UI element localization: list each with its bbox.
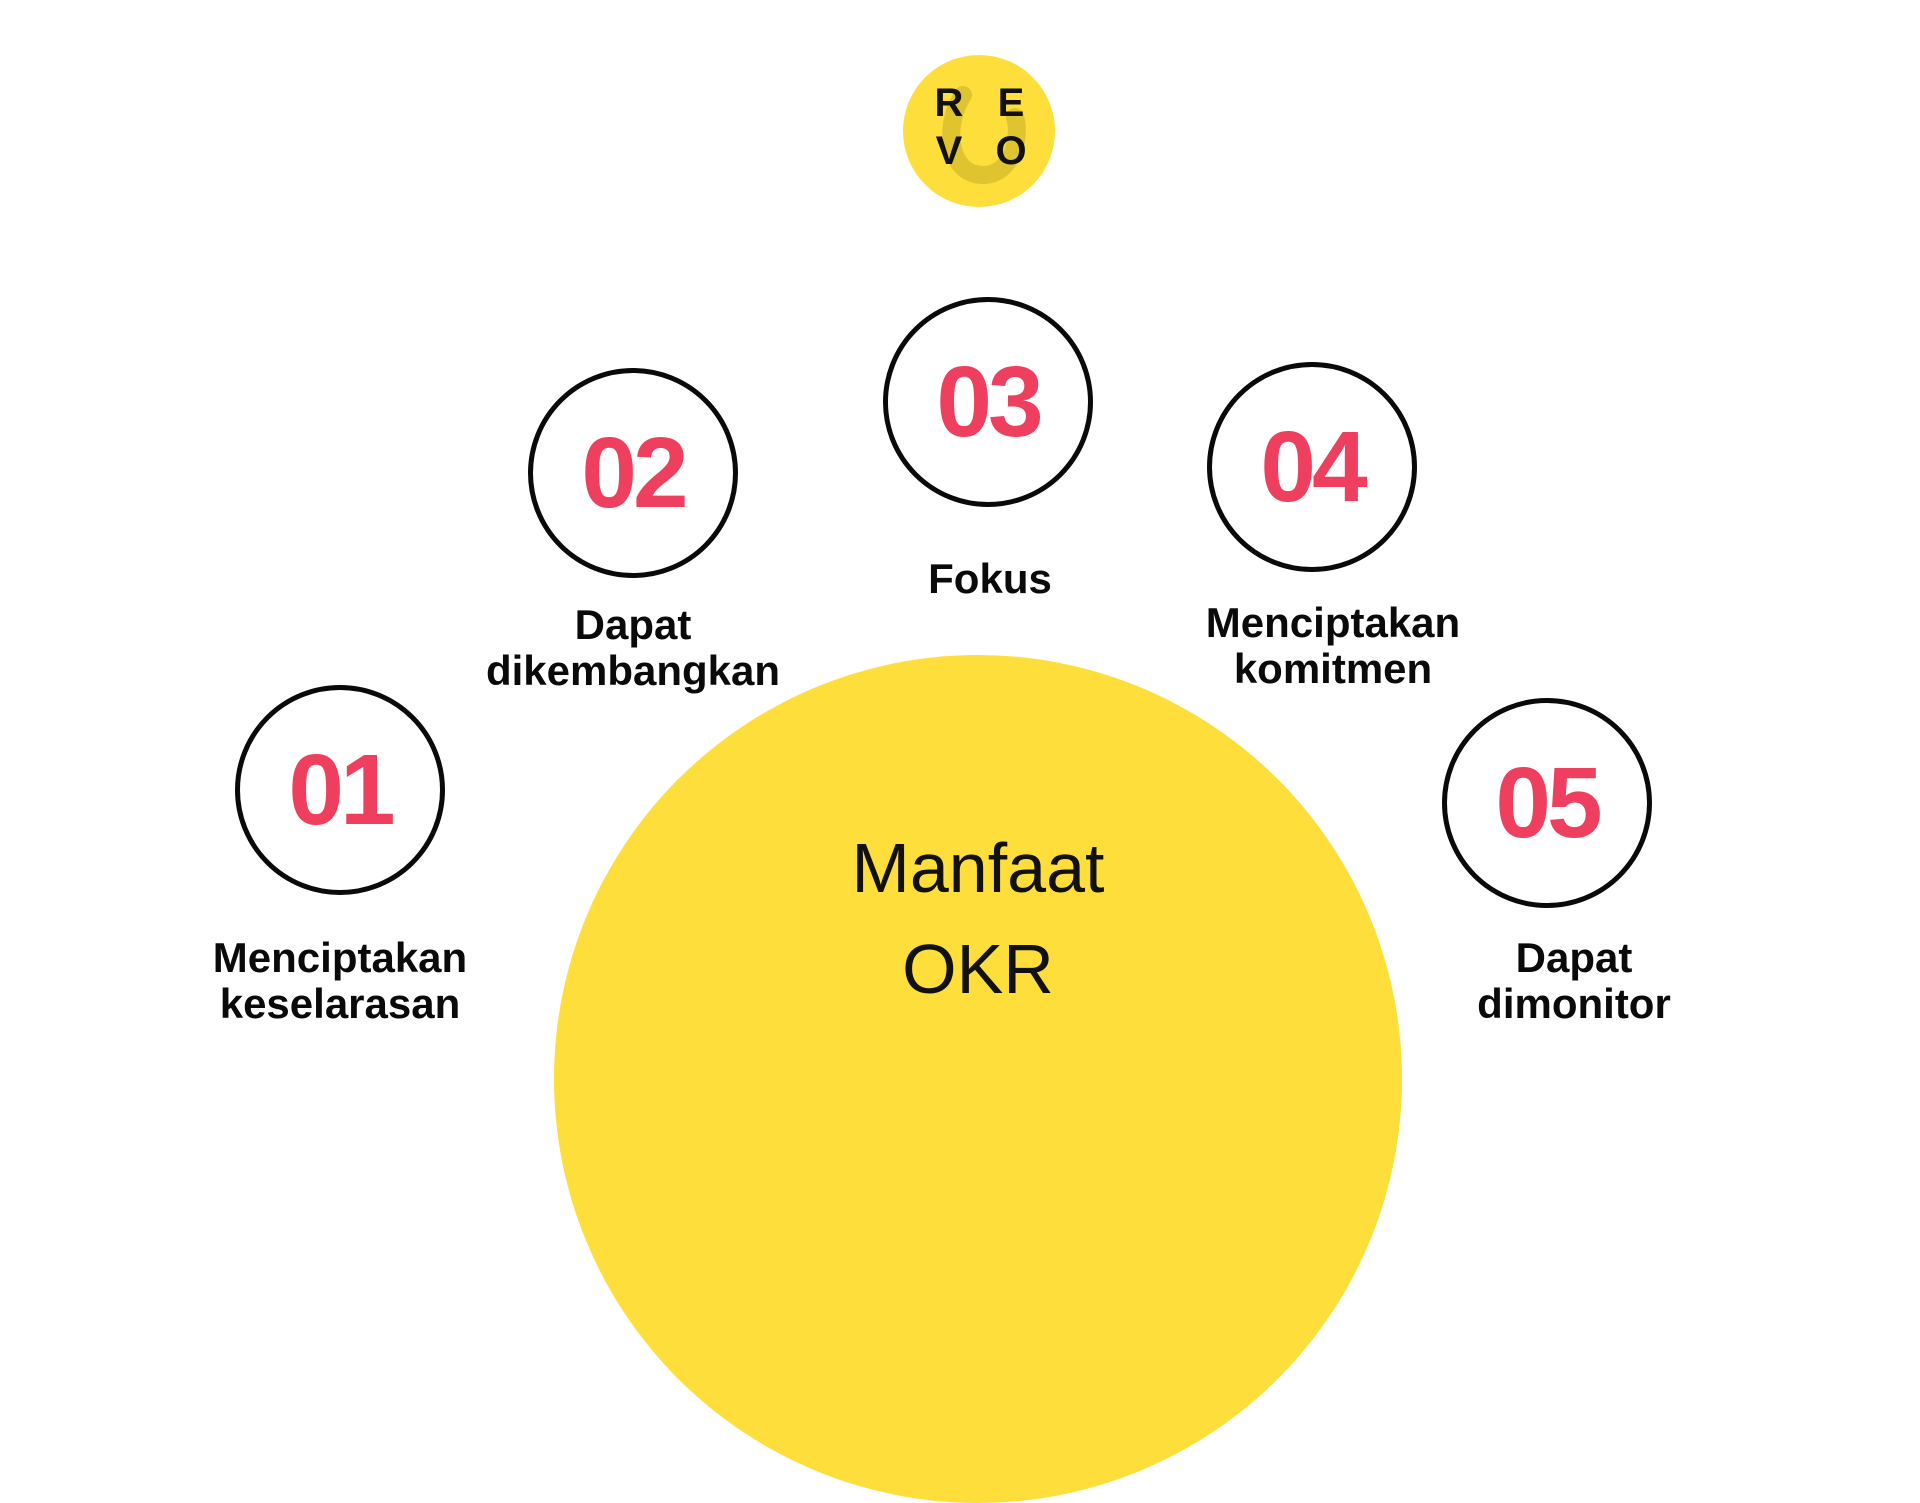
step-circle-05: 05 <box>1442 698 1652 908</box>
label-line-2: keselarasan <box>219 980 461 1027</box>
title-line-1: Manfaat <box>851 829 1105 907</box>
logo-swoosh-icon <box>942 86 1026 185</box>
label-line-1: Fokus <box>928 555 1052 602</box>
title-line-2: OKR <box>902 930 1054 1008</box>
step-number: 05 <box>1495 747 1602 859</box>
step-label-03: Fokus <box>790 556 1190 602</box>
label-line-1: Menciptakan <box>212 934 468 981</box>
center-semicircle <box>554 655 1402 1503</box>
logo-letter-r: R <box>934 81 964 125</box>
step-circle-01: 01 <box>235 685 445 895</box>
label-line-2: komitmen <box>1233 645 1433 692</box>
label-line-1: Dapat <box>574 601 692 648</box>
logo-letter-v: V <box>935 129 963 173</box>
label-line-1: Dapat <box>1515 934 1633 981</box>
step-number: 01 <box>288 734 395 846</box>
step-label-02: Dapat dikembangkan <box>433 602 833 694</box>
revo-logo: R E V O <box>903 55 1055 207</box>
step-circle-02: 02 <box>528 368 738 578</box>
step-number: 04 <box>1260 411 1367 523</box>
step-label-04: Menciptakan komitmen <box>1133 600 1533 692</box>
label-line-2: dimonitor <box>1477 980 1671 1027</box>
label-line-1: Menciptakan <box>1205 599 1461 646</box>
diagram-title: Manfaat OKR <box>728 818 1228 1020</box>
step-label-01: Menciptakan keselarasan <box>140 935 540 1027</box>
label-line-2: dikembangkan <box>485 647 781 694</box>
step-number: 03 <box>936 346 1043 458</box>
step-circle-04: 04 <box>1207 362 1417 572</box>
logo-letter-o: O <box>995 129 1027 173</box>
step-circle-03: 03 <box>883 297 1093 507</box>
step-label-05: Dapat dimonitor <box>1374 935 1774 1027</box>
logo-letter-e: E <box>997 81 1025 125</box>
step-number: 02 <box>581 417 688 529</box>
